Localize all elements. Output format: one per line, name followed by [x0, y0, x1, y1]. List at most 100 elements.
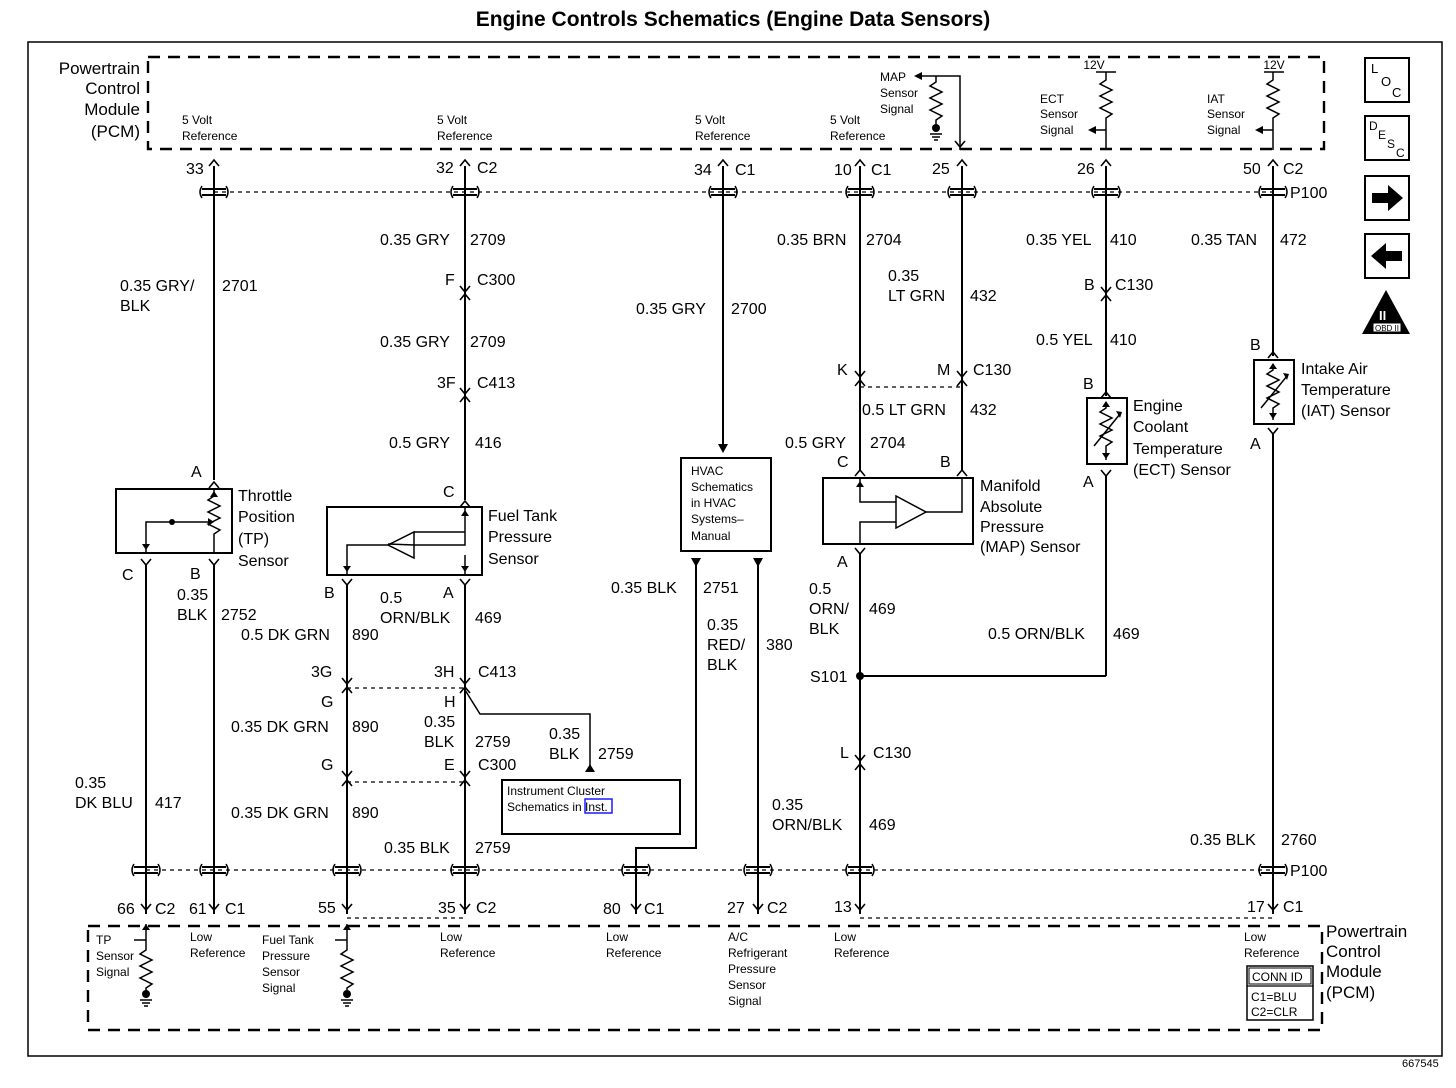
svg-text:C2=CLR: C2=CLR	[1251, 1005, 1298, 1019]
svg-text:2709: 2709	[470, 334, 506, 351]
svg-text:0.5 GRY: 0.5 GRY	[785, 435, 846, 452]
circuit-417: 0.35 DK BLU 417	[75, 558, 182, 914]
svg-text:A: A	[837, 554, 848, 571]
svg-text:C130: C130	[1115, 277, 1153, 294]
svg-text:Pressure: Pressure	[262, 949, 310, 963]
svg-text:C: C	[443, 484, 455, 501]
previous-page-button[interactable]	[1364, 233, 1410, 279]
obd-ii-button[interactable]: II OBD II	[1362, 290, 1410, 334]
svg-text:55: 55	[318, 900, 336, 917]
svg-text:Reference: Reference	[182, 129, 238, 143]
svg-text:5 Volt: 5 Volt	[695, 113, 726, 127]
svg-text:12V: 12V	[1263, 58, 1284, 72]
svg-text:C300: C300	[477, 272, 515, 289]
circuit-472: 0.35 TAN 472 B	[1191, 166, 1307, 359]
svg-text:0.35 TAN: 0.35 TAN	[1191, 232, 1257, 249]
svg-text:2751: 2751	[703, 580, 739, 597]
circuit-2700: 0.35 GRY 2700	[636, 166, 767, 453]
svg-text:3F: 3F	[437, 375, 456, 392]
circuit-2751: 0.35 BLK 2751	[611, 558, 739, 914]
svg-text:BLK: BLK	[707, 657, 738, 674]
svg-text:OBD II: OBD II	[1375, 324, 1399, 333]
svg-text:Control: Control	[85, 79, 140, 98]
svg-text:416: 416	[475, 435, 502, 452]
svg-text:RED/: RED/	[707, 637, 746, 654]
tp-signal-internal: TP Sensor Signal	[96, 924, 154, 1007]
svg-text:K: K	[837, 362, 848, 379]
svg-text:BLK: BLK	[120, 298, 151, 315]
svg-text:Fuel Tank: Fuel Tank	[262, 933, 315, 947]
svg-text:C1: C1	[735, 162, 756, 179]
svg-text:2759: 2759	[475, 840, 511, 857]
svg-text:L: L	[840, 745, 849, 762]
desc-button[interactable]: D E S C	[1364, 115, 1410, 161]
instrument-cluster-reference: Instrument Cluster Schematics in Inst.	[501, 779, 681, 835]
svg-text:Pressure: Pressure	[488, 529, 552, 546]
svg-text:Powertrain: Powertrain	[59, 59, 140, 78]
svg-text:Refrigerant: Refrigerant	[728, 946, 788, 960]
ect-signal-internal: 12V ECT Sensor Signal	[1040, 58, 1116, 150]
svg-text:Module: Module	[84, 100, 140, 119]
svg-text:469: 469	[869, 817, 896, 834]
svg-text:ORN/BLK: ORN/BLK	[772, 817, 843, 834]
fuel-tank-pressure-sensor: Fuel Tank Pressure Sensor B A	[324, 506, 558, 602]
loc-button[interactable]: L O C	[1364, 57, 1410, 103]
svg-text:Control: Control	[1326, 942, 1381, 961]
svg-text:C413: C413	[478, 664, 516, 681]
svg-text:Signal: Signal	[880, 102, 913, 116]
circuit-2752: 0.35 BLK 2752	[177, 558, 257, 914]
svg-text:0.5 YEL: 0.5 YEL	[1036, 332, 1093, 349]
inst-cluster-link[interactable]	[584, 798, 613, 814]
p100-bottom-connectors: P100	[131, 863, 1327, 880]
svg-text:BLK: BLK	[177, 607, 208, 624]
iat-signal-internal: 12V IAT Sensor Signal	[1207, 58, 1285, 150]
svg-text:C2: C2	[476, 900, 497, 917]
svg-text:A: A	[1250, 436, 1261, 453]
svg-text:Reference: Reference	[437, 129, 493, 143]
ect-sensor: Engine Coolant Temperature (ECT) Sensor …	[1083, 397, 1231, 491]
svg-text:61: 61	[189, 901, 207, 918]
svg-text:Absolute: Absolute	[980, 499, 1042, 516]
svg-text:0.35: 0.35	[75, 775, 106, 792]
svg-text:CONN ID: CONN ID	[1252, 970, 1303, 984]
svg-text:Signal: Signal	[728, 994, 761, 1008]
circuit-2709: 0.35 GRY 2709 F C300 0.35 GRY 2709 3F C4…	[380, 166, 515, 508]
svg-text:C300: C300	[478, 757, 516, 774]
tp-sensor: Throttle Position (TP) Sensor C B	[115, 488, 295, 584]
svg-text:(PCM): (PCM)	[91, 122, 140, 141]
svg-text:380: 380	[766, 637, 793, 654]
svg-text:890: 890	[352, 719, 379, 736]
svg-text:Low: Low	[440, 930, 462, 944]
svg-text:B: B	[190, 566, 201, 583]
svg-text:10: 10	[834, 162, 852, 179]
svg-text:P100: P100	[1290, 863, 1327, 880]
svg-text:0.35 BLK: 0.35 BLK	[611, 580, 677, 597]
svg-text:Reference: Reference	[1244, 946, 1300, 960]
svg-text:Schematics: Schematics	[691, 480, 753, 494]
svg-text:2759: 2759	[475, 734, 511, 751]
top-pin-labels: 33 32 C2 34 C1 10 C1 25 26 50 C2 P100	[186, 160, 1327, 202]
svg-text:0.35 DK GRN: 0.35 DK GRN	[231, 805, 329, 822]
svg-text:O: O	[1381, 74, 1391, 89]
svg-text:Coolant: Coolant	[1133, 419, 1189, 436]
diagram-frame	[27, 41, 1443, 1057]
svg-text:Temperature: Temperature	[1133, 441, 1223, 458]
svg-text:H: H	[444, 694, 456, 711]
svg-text:3H: 3H	[434, 664, 454, 681]
bottom-pin-chevrons	[140, 903, 1279, 919]
svg-text:Pressure: Pressure	[980, 519, 1044, 536]
svg-text:Powertrain: Powertrain	[1326, 922, 1407, 941]
svg-text:TP: TP	[96, 933, 111, 947]
svg-text:B: B	[1084, 277, 1095, 294]
svg-text:B: B	[1250, 337, 1261, 354]
svg-text:Temperature: Temperature	[1301, 382, 1391, 399]
svg-text:410: 410	[1110, 332, 1137, 349]
svg-text:M: M	[937, 362, 950, 379]
svg-text:P100: P100	[1290, 185, 1327, 202]
svg-text:F: F	[445, 272, 455, 289]
svg-text:0.5 ORN/BLK: 0.5 ORN/BLK	[988, 626, 1085, 643]
svg-text:Signal: Signal	[1207, 123, 1240, 137]
next-page-button[interactable]	[1364, 175, 1410, 221]
svg-text:ORN/: ORN/	[809, 601, 850, 618]
